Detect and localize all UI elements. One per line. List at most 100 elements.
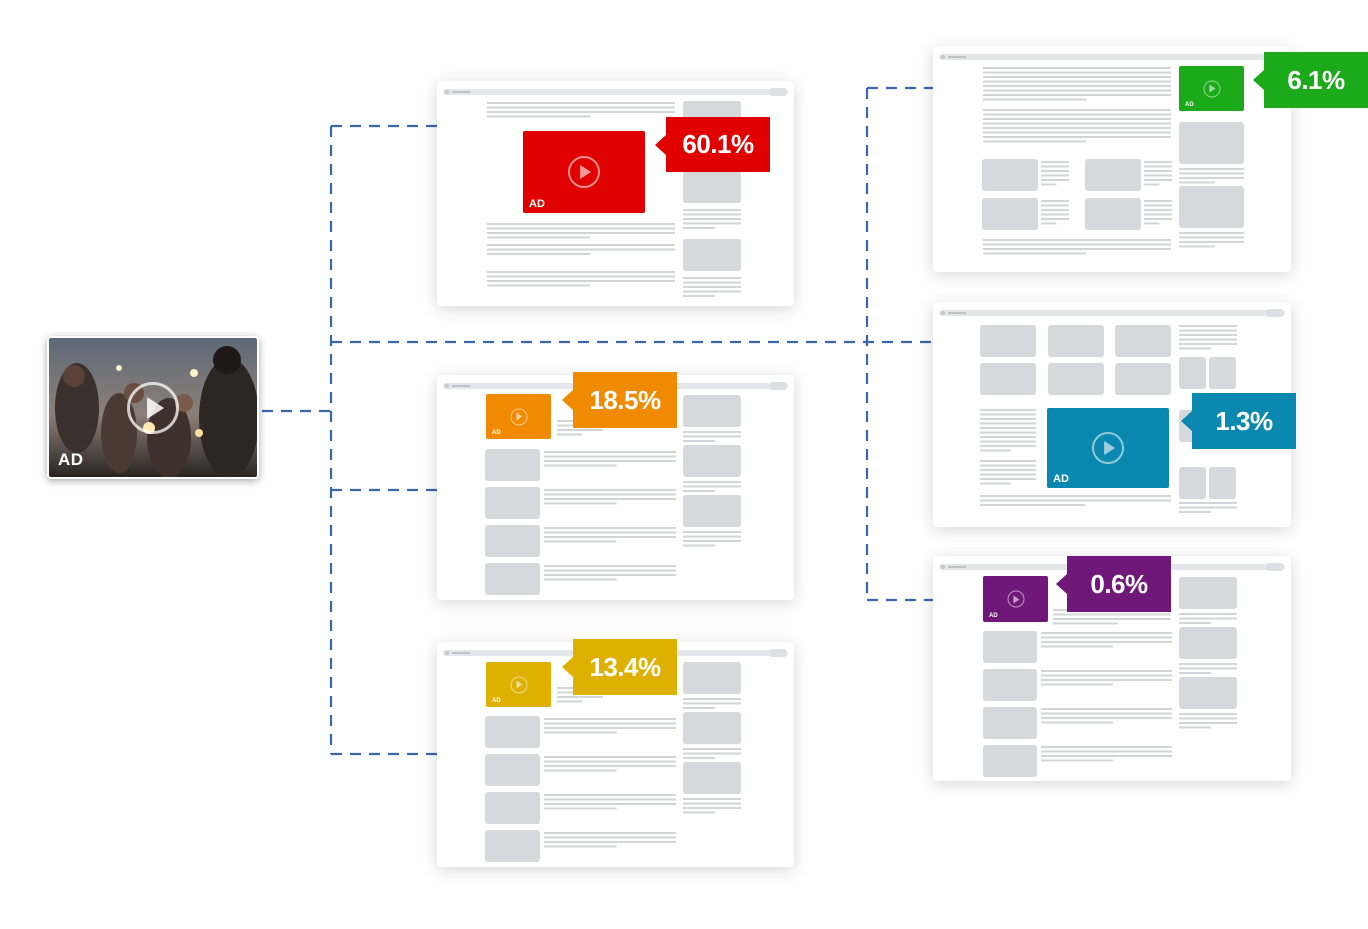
play-icon — [1007, 590, 1024, 608]
text-line — [1041, 174, 1069, 177]
text-line — [980, 495, 1171, 497]
page-wireframe — [443, 382, 788, 595]
text-line — [980, 469, 1036, 471]
text-line — [983, 85, 1171, 87]
play-icon — [127, 381, 179, 434]
text-line — [544, 460, 676, 462]
text-line — [1041, 161, 1069, 163]
text-line — [1041, 632, 1172, 634]
browser-bar — [443, 89, 788, 95]
text-line — [1041, 204, 1069, 207]
text-line — [980, 460, 1036, 462]
text-line — [1179, 502, 1237, 504]
text-line — [983, 94, 1171, 96]
text-line — [980, 436, 1036, 438]
text-line — [1041, 755, 1172, 757]
text-line — [544, 756, 676, 758]
text-line — [544, 769, 617, 772]
text-line — [983, 239, 1171, 241]
play-icon — [1203, 80, 1220, 97]
text-line — [544, 578, 617, 581]
image-placeholder — [1048, 325, 1104, 357]
text-line — [980, 431, 1036, 434]
browser-bar — [939, 54, 1285, 60]
image-placeholder — [485, 449, 540, 481]
text-line — [487, 244, 675, 246]
text-line — [544, 574, 676, 576]
text-line — [980, 464, 1036, 467]
ad-label: AD — [492, 430, 501, 436]
ad-slot-p5: AD — [1047, 408, 1169, 488]
browser-dot-icon — [940, 310, 946, 316]
text-line — [487, 275, 675, 278]
text-line — [487, 248, 675, 251]
text-line — [487, 253, 591, 255]
text-line — [1144, 200, 1172, 202]
text-line — [1041, 746, 1172, 748]
image-placeholder — [485, 487, 540, 519]
text-line — [544, 498, 676, 500]
text-line — [544, 531, 676, 534]
image-placeholder — [683, 445, 741, 477]
text-line — [683, 752, 741, 755]
text-line — [683, 222, 741, 225]
text-line — [1144, 174, 1172, 177]
text-line — [980, 413, 1036, 416]
text-line — [1144, 183, 1160, 186]
text-line — [544, 803, 676, 805]
browser-url — [452, 652, 470, 654]
text-line — [487, 271, 675, 273]
text-line — [544, 536, 676, 538]
text-line — [544, 794, 676, 796]
text-line — [1179, 245, 1215, 248]
image-placeholder — [1179, 677, 1237, 709]
text-line — [1041, 641, 1172, 643]
text-line — [983, 71, 1171, 74]
text-line — [683, 440, 715, 442]
text-line — [683, 218, 741, 220]
text-line — [683, 707, 715, 709]
browser-dot-icon — [940, 54, 946, 60]
text-line — [1179, 672, 1211, 674]
share-badge-p4: 6.1% — [1253, 52, 1368, 108]
text-line — [683, 435, 741, 438]
ad-slot-p2: AD — [486, 394, 551, 439]
text-line — [1179, 663, 1237, 665]
text-line — [544, 464, 617, 467]
image-placeholder — [683, 239, 741, 271]
text-line — [683, 540, 741, 542]
text-line — [683, 290, 741, 293]
image-placeholder — [1179, 186, 1244, 228]
text-line — [1041, 170, 1069, 172]
text-line — [1179, 717, 1237, 720]
text-line — [1179, 667, 1237, 670]
text-line — [683, 286, 741, 288]
text-line — [980, 499, 1171, 502]
image-placeholder — [485, 525, 540, 557]
image-placeholder — [485, 830, 540, 862]
text-line — [983, 248, 1171, 250]
text-line — [544, 502, 617, 505]
text-line — [1179, 329, 1237, 332]
text-line — [1041, 645, 1114, 648]
text-line — [683, 757, 715, 759]
text-line — [1179, 722, 1237, 724]
text-line — [557, 700, 583, 703]
text-line — [1041, 679, 1172, 681]
text-line — [487, 227, 675, 230]
text-line — [1041, 721, 1114, 724]
text-line — [683, 281, 741, 284]
image-placeholder — [983, 631, 1037, 663]
text-line — [683, 798, 741, 800]
image-placeholder — [1048, 363, 1104, 395]
image-placeholder — [1115, 325, 1171, 357]
text-line — [1179, 347, 1211, 350]
share-badge-p6: 0.6% — [1056, 556, 1171, 612]
share-badge-p1: 60.1% — [655, 117, 770, 172]
image-placeholder — [1085, 159, 1141, 191]
text-line — [683, 807, 741, 809]
ad-label: AD — [1185, 102, 1194, 108]
text-line — [980, 504, 1086, 506]
text-line — [980, 427, 1036, 429]
text-line — [1144, 179, 1172, 181]
